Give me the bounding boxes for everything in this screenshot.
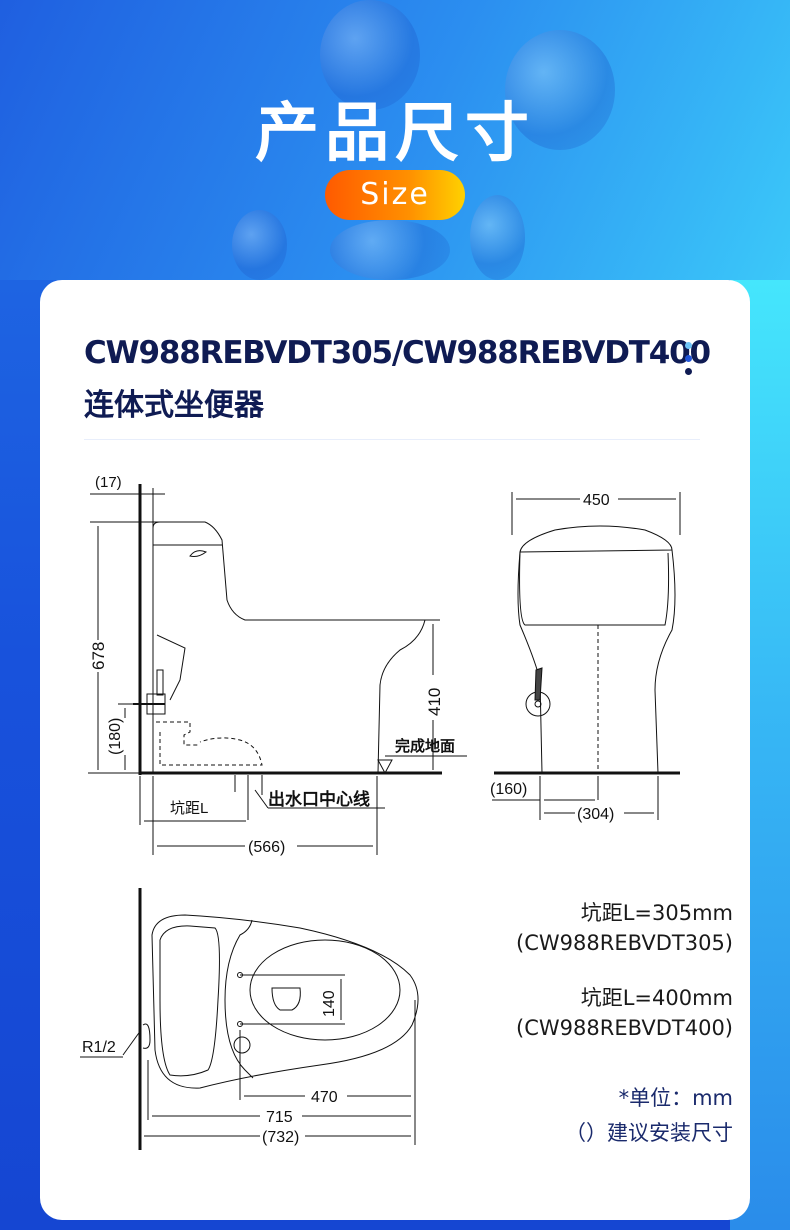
label-floor: 完成地面	[395, 737, 455, 755]
note-rough-in-305: 坑距L=305mm	[580, 901, 733, 925]
dim-inlet-offset: (160)	[490, 781, 527, 798]
water-drop-decoration	[232, 210, 287, 280]
dim-wall-gap: (17)	[95, 474, 122, 491]
water-drop-decoration	[320, 0, 420, 110]
dim-width: 450	[583, 492, 610, 509]
note-model-305: (CW988REBVDT305)	[516, 931, 733, 955]
dim-length-with-gap: (732)	[262, 1129, 299, 1146]
divider	[84, 439, 700, 440]
size-badge: Size	[325, 170, 465, 220]
dots-decoration	[685, 342, 693, 381]
water-drop-decoration	[330, 220, 450, 280]
label-inlet-thread: R1/2	[82, 1039, 116, 1056]
dim-depth: (566)	[248, 839, 285, 856]
note-model-400: (CW988REBVDT400)	[516, 1016, 733, 1040]
dim-height-total: 678	[89, 642, 108, 670]
dim-bolt-spacing: 140	[321, 990, 338, 1017]
dim-seat-height: 410	[425, 688, 444, 716]
dim-base-width: (304)	[577, 806, 614, 823]
model-number: CW988REBVDT305/CW988REBVDT400	[84, 335, 711, 371]
water-drop-decoration	[470, 195, 525, 280]
dim-bowl-to-front: 470	[311, 1089, 338, 1106]
label-rough-in: 坑距L	[170, 800, 208, 817]
water-drop-decoration	[505, 30, 615, 150]
product-type: 连体式坐便器	[84, 388, 264, 423]
label-outlet-center: 出水口中心线	[268, 789, 370, 809]
note-unit: *单位：mm	[618, 1086, 733, 1110]
note-suggested-size: （）建议安装尺寸	[565, 1121, 733, 1145]
page-title: 产品尺寸	[255, 97, 535, 171]
dim-length: 715	[266, 1109, 293, 1126]
dim-inlet-height: (180)	[107, 718, 124, 755]
note-rough-in-400: 坑距L=400mm	[580, 986, 733, 1010]
